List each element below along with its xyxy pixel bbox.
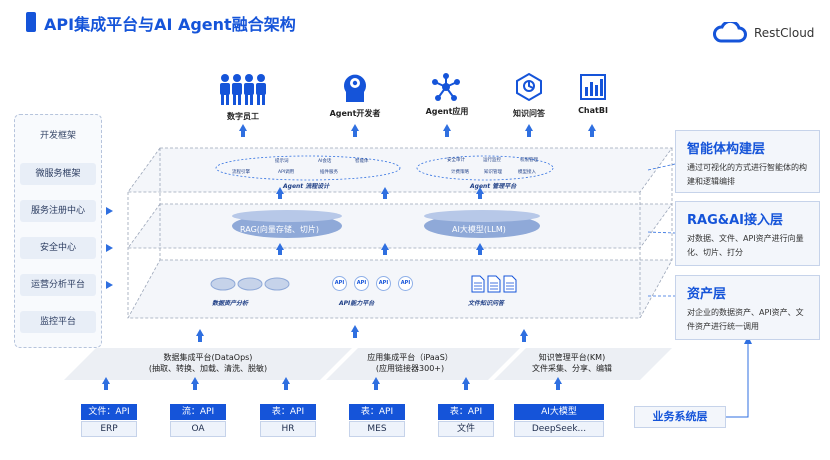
- top-label-chatbi: ChatBI: [578, 106, 608, 115]
- developer-head-icon: [340, 70, 370, 108]
- system-deepseek: DeepSeek...: [514, 421, 604, 437]
- asset-layer-title: 资产层: [687, 287, 727, 302]
- agent-build-layer-desc: 通过可视化的方式进行智能体的构建和逻辑编排: [687, 163, 807, 186]
- agent-design-label: Agent 流程设计: [283, 183, 330, 190]
- km-platform: 知识管理平台(KM) 文件采集、分享、编辑: [512, 352, 632, 374]
- asset-layer-box: 资产层 对企业的数据资产、API资产、文件资产进行统一调用: [675, 275, 820, 340]
- top-label-knowledge-qa: 知识问答: [513, 109, 545, 118]
- people-group-icon: [218, 73, 268, 111]
- framework-item-registry: 服务注册中心: [20, 200, 96, 222]
- title-accent-bar: [26, 12, 36, 32]
- data-asset-label: 数据资产分析: [212, 300, 249, 307]
- arrow-right-icon: [106, 207, 113, 215]
- framework-item-microservice: 微服务框架: [20, 163, 96, 185]
- design-node-ai-chat: AI会话: [318, 159, 332, 164]
- ipaas-title: 应用集成平台（iPaaS）: [367, 353, 453, 362]
- asset-layer-desc: 对企业的数据资产、API资产、文件资产进行统一调用: [687, 308, 804, 331]
- arrow-right-icon: [106, 244, 113, 252]
- design-node-api-call: API调用: [278, 170, 295, 175]
- api-badge: API: [398, 276, 413, 291]
- rag-ai-layer-box: RAG&AI接入层 对数据、文件、API资产进行向量化、切片、打分: [675, 201, 820, 266]
- top-label-agent-app: Agent应用: [425, 107, 469, 116]
- rag-ai-layer-desc: 对数据、文件、API资产进行向量化、切片、打分: [687, 234, 804, 257]
- system-erp: ERP: [81, 421, 137, 437]
- manage-node-knowledge: 知识管理: [484, 170, 502, 175]
- agent-layer-plane: [127, 147, 673, 193]
- system-mes: MES: [349, 421, 405, 437]
- system-oa-type: 流：API: [170, 404, 226, 420]
- system-erp-type: 文件：API: [81, 404, 137, 420]
- bar-chart-icon: [580, 74, 606, 104]
- rag-layer-plane: [127, 203, 673, 249]
- arrow-right-icon: [106, 281, 113, 289]
- system-oa: OA: [170, 421, 226, 437]
- manage-node-monitor: 运行监控: [483, 158, 501, 163]
- design-node-plugin: 插件服务: [320, 170, 338, 175]
- arrow-up-icon: [588, 124, 596, 137]
- rag-ai-layer-title: RAG&AI接入层: [687, 213, 783, 228]
- top-label-digital-employee: 数字员工: [227, 112, 259, 121]
- dev-framework-title: 开发框架: [39, 131, 76, 141]
- arrow-up-icon: [525, 124, 533, 137]
- file-knowledge-label: 文件知识问答: [468, 300, 505, 307]
- knowledge-icon: [514, 72, 544, 106]
- rag-vector-store: RAG(向量存储、切片): [240, 225, 320, 234]
- system-hr-type: 表：API: [260, 404, 316, 420]
- manage-node-billing: 计费策略: [451, 170, 469, 175]
- arrow-up-icon: [443, 124, 451, 137]
- cloud-logo-icon: [713, 22, 747, 43]
- dev-framework-panel: [14, 114, 102, 348]
- dataops-desc: (抽取、转换、加载、清洗、脱敏): [148, 364, 268, 373]
- framework-item-monitor: 监控平台: [20, 311, 96, 333]
- dataops-title: 数据集成平台(DataOps): [163, 353, 253, 362]
- design-node-flow-engine: 流程引擎: [232, 170, 250, 175]
- arrow-up-icon: [351, 124, 359, 137]
- ai-llm: AI大模型(LLM): [452, 225, 506, 234]
- api-badge: API: [376, 276, 391, 291]
- brand-logo: RestCloud: [712, 22, 814, 44]
- system-file: 文件: [438, 421, 494, 437]
- agent-manage-label: Agent 管理平台: [470, 183, 517, 190]
- design-node-prompt: 提示词: [275, 159, 289, 164]
- manage-node-audit: 安全审计: [447, 158, 465, 163]
- business-system-layer: 业务系统层: [634, 406, 726, 428]
- agent-build-layer-title: 智能体构建层: [687, 142, 766, 157]
- page-title: API集成平台与AI Agent融合架构: [44, 15, 296, 34]
- system-file-type: 表：API: [438, 404, 494, 420]
- km-title: 知识管理平台(KM): [538, 353, 606, 362]
- ipaas-platform: 应用集成平台（iPaaS） (应用链接器300+): [345, 352, 475, 374]
- manage-node-model: 模型接入: [518, 170, 536, 175]
- api-capability-label: API能力平台: [339, 300, 375, 307]
- api-badge: API: [354, 276, 369, 291]
- km-desc: 文件采集、分享、编辑: [532, 364, 612, 373]
- framework-item-security: 安全中心: [20, 237, 96, 259]
- arrow-up-icon: [239, 124, 247, 137]
- top-label-agent-developer: Agent开发者: [329, 109, 381, 118]
- api-badge: API: [332, 276, 347, 291]
- agent-build-layer-box: 智能体构建层 通过可视化的方式进行智能体的构建和逻辑编排: [675, 130, 820, 193]
- dataops-platform: 数据集成平台(DataOps) (抽取、转换、加载、清洗、脱敏): [118, 352, 298, 374]
- brand-name: RestCloud: [754, 26, 815, 40]
- design-node-agent: 智能体: [355, 159, 369, 164]
- framework-item-ops-analysis: 运营分析平台: [20, 274, 96, 296]
- ipaas-desc: (应用链接器300+): [375, 364, 445, 373]
- system-hr: HR: [260, 421, 316, 437]
- system-llm-type: AI大模型: [514, 404, 604, 420]
- system-mes-type: 表：API: [349, 404, 405, 420]
- manage-node-permission: 权限管理: [520, 158, 538, 163]
- network-nodes-icon: [431, 72, 461, 106]
